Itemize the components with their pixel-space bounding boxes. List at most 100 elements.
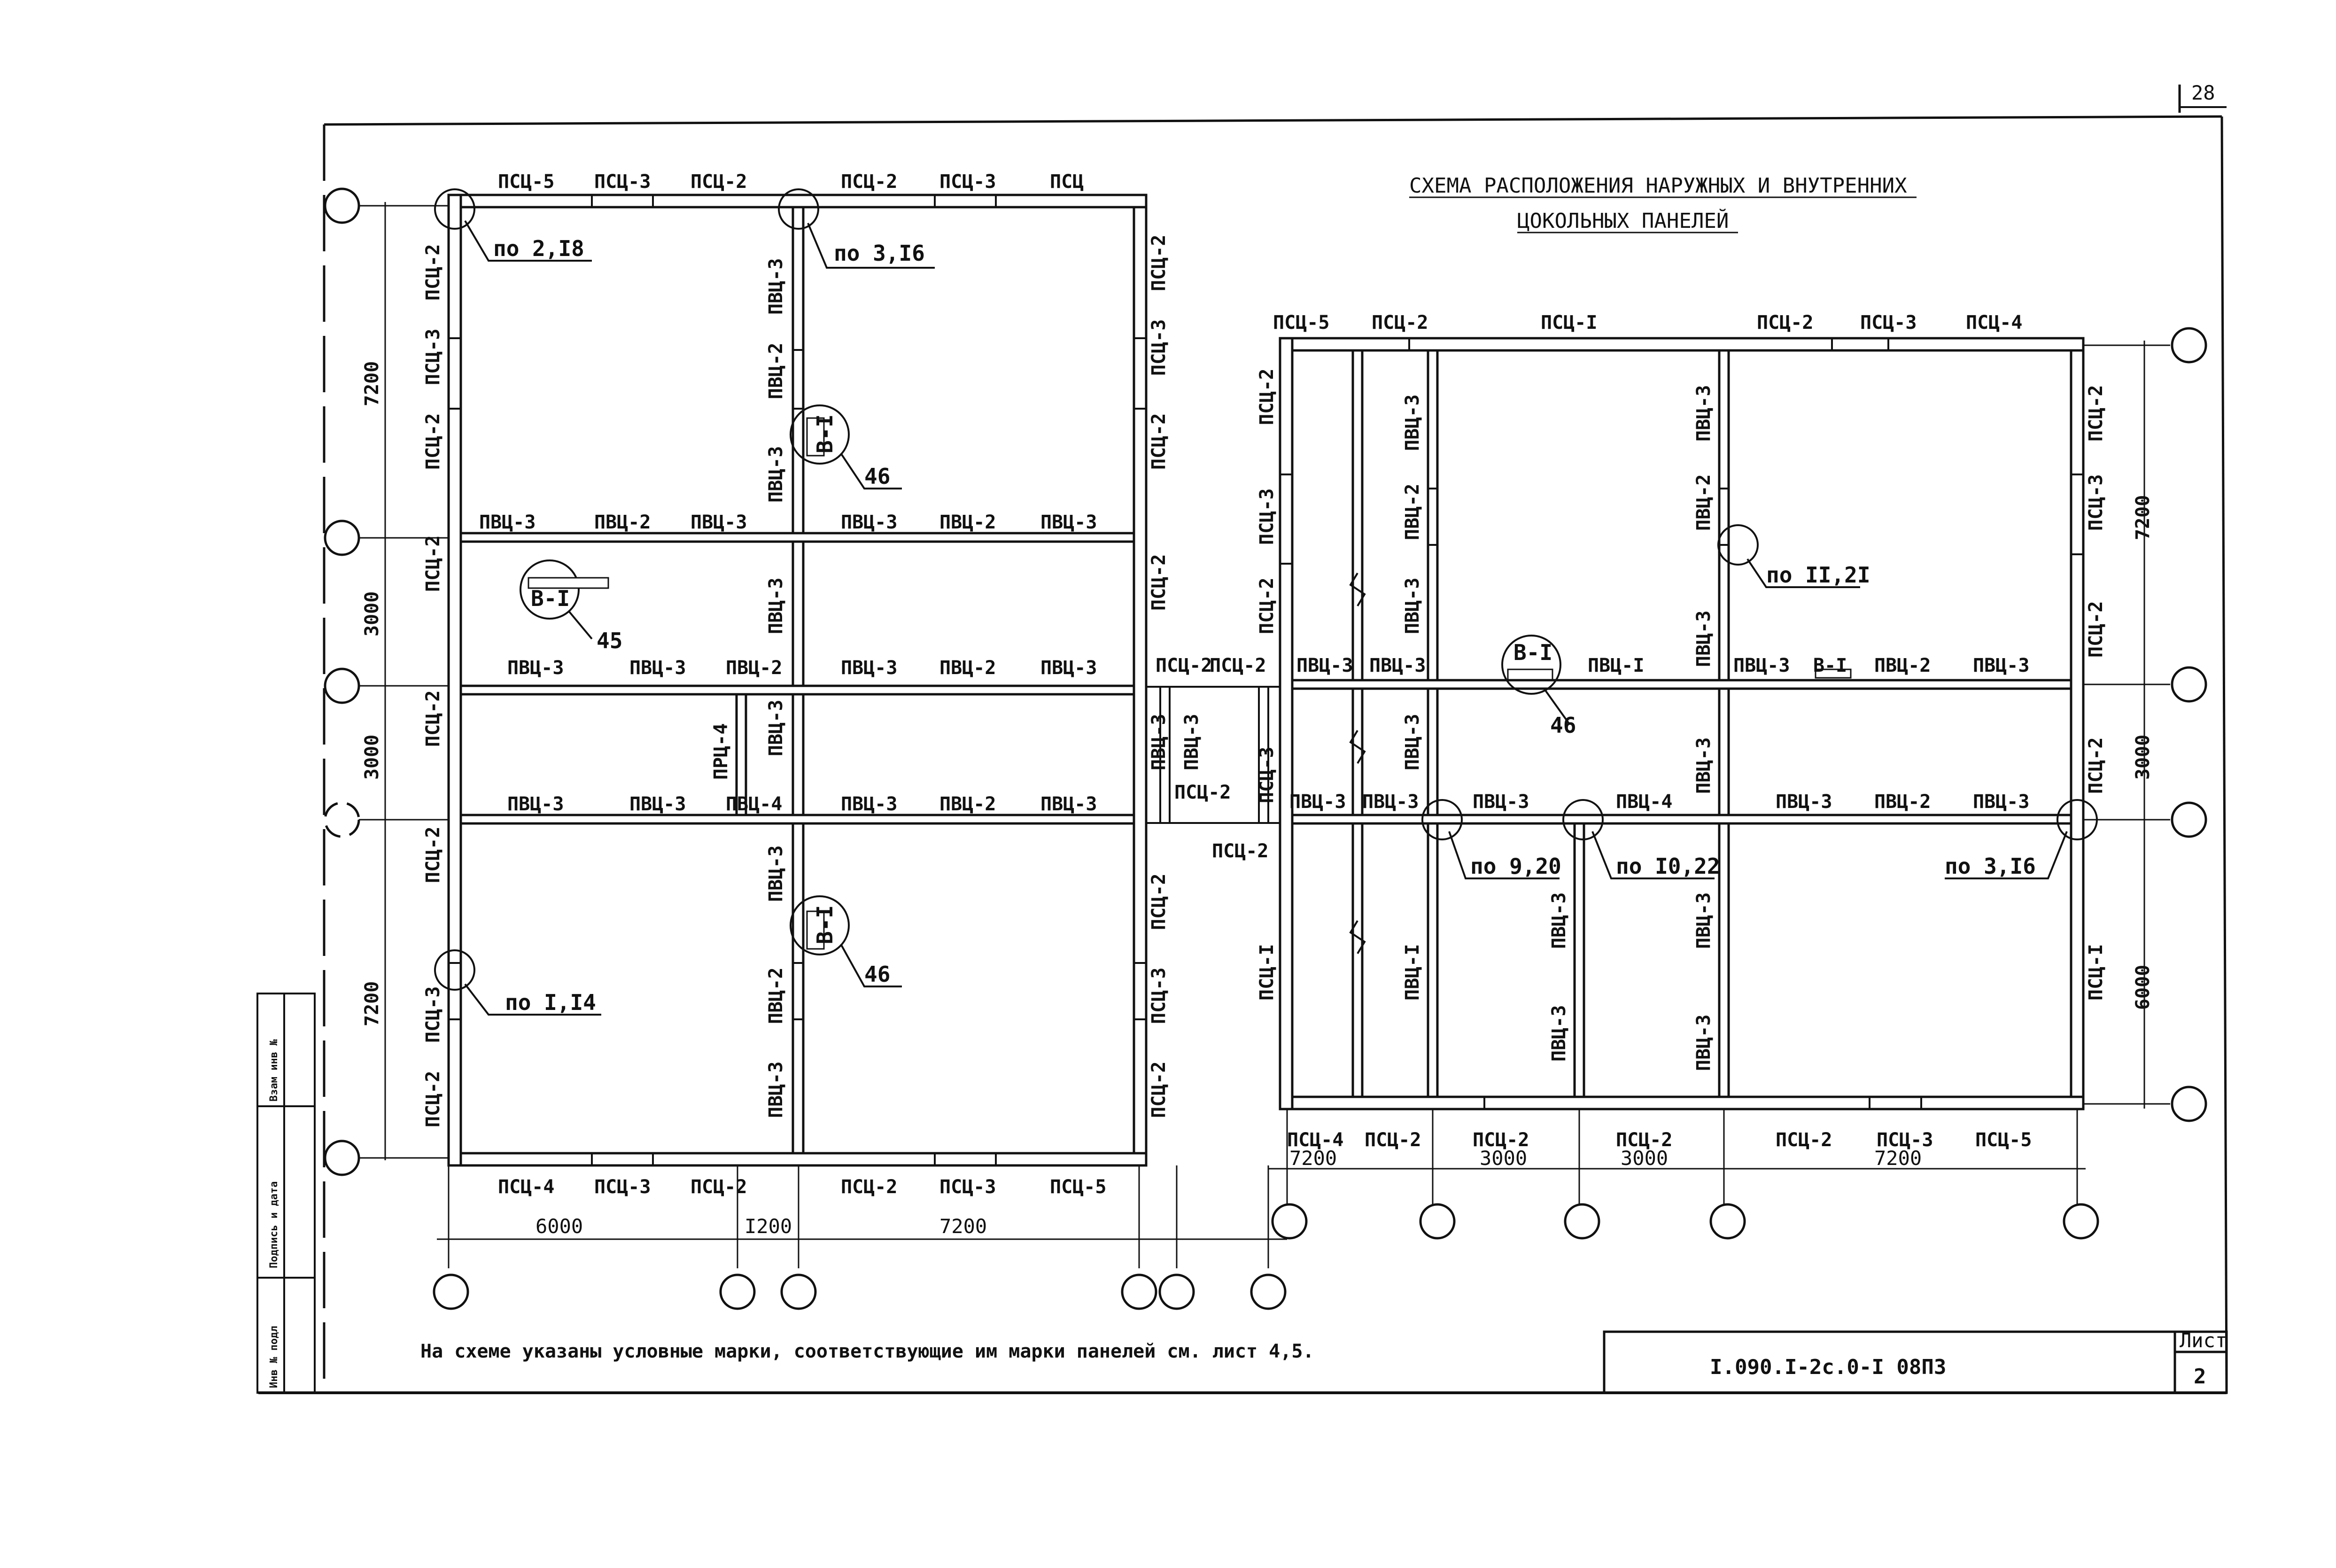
panel-label: ПСЦ-2 xyxy=(1372,312,1428,334)
stamp-replace: Взам инв № xyxy=(268,1039,280,1102)
connector-block xyxy=(1146,686,1287,824)
plan-right xyxy=(1268,327,2207,1240)
panel-label-vertical: ПВЦ-3 xyxy=(765,1062,787,1118)
panel-label-vertical: ПВЦ-3 xyxy=(1693,611,1715,667)
panel-label: ПВЦ-3 xyxy=(841,512,897,533)
panel-label: ПСЦ-3 xyxy=(939,1176,996,1198)
panel-label-vertical: ПСЦ-2 xyxy=(422,536,444,592)
panel-label: ПСЦ-2 xyxy=(841,171,897,193)
node-reference: по I0,22 xyxy=(1616,854,1720,879)
panel-label: ПВЦ-2 xyxy=(1874,655,1931,676)
panel-label: ПВЦ-4 xyxy=(1616,791,1672,813)
panel-label: ПСЦ-2 xyxy=(1757,312,1813,334)
dimension: 7200 xyxy=(1289,1147,1337,1170)
title-block xyxy=(1603,1330,2228,1394)
panel-label: ПСЦ-2 xyxy=(1174,782,1231,803)
panel-label: ПВЦ-3 xyxy=(1973,791,2029,813)
panel-label-vertical: ПВЦ-2 xyxy=(1402,484,1423,540)
panel-label: ПСЦ-3 xyxy=(1860,312,1917,334)
node-reference: по 2,I8 xyxy=(493,236,584,261)
note-text: На схеме указаны условные марки, соответ… xyxy=(420,1341,1314,1362)
mark-label: В-I xyxy=(531,586,570,611)
panel-label: В-I xyxy=(1813,655,1847,676)
panel-label-vertical: ПВЦ-3 xyxy=(1693,1015,1715,1071)
panel-label: ПВЦ-3 xyxy=(1362,791,1419,813)
panel-label: ПВЦ-3 xyxy=(1040,512,1097,533)
title-line1: СХЕМА РАСПОЛОЖЕНИЯ НАРУЖНЫХ И ВНУТРЕННИХ xyxy=(1409,174,1907,198)
panel-label-vertical: ПВЦ-3 xyxy=(765,258,787,315)
panel-label-vertical: ПВЦ-3 xyxy=(1181,714,1203,770)
panel-label-vertical: ПСЦ-2 xyxy=(1148,874,1170,930)
node-reference: по II,2I xyxy=(1766,562,1870,588)
panel-label-vertical: ПСЦ-2 xyxy=(1148,235,1170,291)
panel-label: ПСЦ-2 xyxy=(1776,1129,1832,1151)
dimension: 3000 xyxy=(361,735,383,780)
dimension: 7200 xyxy=(2132,495,2154,540)
panel-label-vertical: ПВЦ-3 xyxy=(1548,1005,1570,1062)
mark-label: В-I xyxy=(812,414,838,453)
node-reference: по I,I4 xyxy=(505,990,596,1015)
dimension: 7200 xyxy=(1874,1147,1922,1170)
panel-label: ПВЦ-3 xyxy=(841,657,897,679)
panel-label: ПВЦ-2 xyxy=(726,657,782,679)
dimension: I200 xyxy=(745,1215,792,1238)
plan-left xyxy=(324,187,1195,1310)
panel-label-vertical: ПВЦ-3 xyxy=(1402,578,1423,634)
panel-label-vertical: ПСЦ-2 xyxy=(1256,578,1278,634)
panel-label-vertical: ПСЦ-2 xyxy=(422,691,444,747)
panel-label-vertical: ПВЦ-3 xyxy=(765,700,787,756)
panel-label: ПСЦ-2 xyxy=(1473,1129,1529,1151)
panel-label: ПСЦ-3 xyxy=(594,1176,651,1198)
panel-label-vertical: ПСЦ-2 xyxy=(422,244,444,301)
stamp-sign: Подпись и дата xyxy=(268,1181,280,1268)
panel-label-vertical: ПСЦ-2 xyxy=(1256,369,1278,425)
panel-label-vertical: ПВЦ-3 xyxy=(765,446,787,503)
panel-label: ПВЦ-3 xyxy=(1973,655,2029,676)
panel-label-vertical: ПСЦ-2 xyxy=(2085,601,2107,658)
panel-label: ПСЦ-5 xyxy=(1975,1129,2032,1151)
panel-label-vertical: ПСЦ-3 xyxy=(1256,489,1278,545)
panel-label: ПВЦ-2 xyxy=(1874,791,1931,813)
panel-label: ПСЦ-2 xyxy=(1212,840,1268,862)
panel-label-vertical: ПРЦ-4 xyxy=(710,723,732,780)
panel-label-vertical: ПСЦ-3 xyxy=(422,329,444,385)
panel-label: ПВЦ-3 xyxy=(507,793,564,815)
panel-label: ПСЦ-3 xyxy=(1877,1129,1933,1151)
panel-label: ПСЦ-5 xyxy=(1273,312,1329,334)
panel-label: ПВЦ-3 xyxy=(629,793,686,815)
mark-label: В-I xyxy=(812,905,838,944)
panel-label-vertical: ПСЦ-2 xyxy=(1148,554,1170,611)
panel-label: ПВЦ-3 xyxy=(1473,791,1529,813)
dimension: 3000 xyxy=(361,591,383,637)
sheet-number: 2 xyxy=(2194,1365,2206,1389)
panel-label-vertical: ПСЦ-2 xyxy=(1148,413,1170,470)
page-number: 28 xyxy=(2191,81,2215,104)
panel-label: ПСЦ-4 xyxy=(498,1176,554,1198)
panel-label-vertical: ПСЦ-I xyxy=(1256,944,1278,1001)
callout-number: 46 xyxy=(864,464,890,489)
panel-label: ПВЦ-3 xyxy=(841,793,897,815)
panel-label-vertical: ПСЦ-3 xyxy=(1256,747,1278,803)
panel-label: ПВЦ-2 xyxy=(594,512,651,533)
panel-label: ПВЦ-3 xyxy=(507,657,564,679)
panel-label-vertical: ПВЦ-3 xyxy=(1402,395,1423,451)
panel-label: ПСЦ-2 xyxy=(1210,655,1266,676)
title-line2: ЦОКОЛЬНЫХ ПАНЕЛЕЙ xyxy=(1517,208,1729,233)
panel-label-vertical: ПВЦ-3 xyxy=(1402,714,1423,770)
dimension: 6000 xyxy=(2132,965,2154,1010)
node-references xyxy=(434,188,2098,1016)
panel-label: ПВЦ-3 xyxy=(1040,657,1097,679)
panel-label: ПСЦ-2 xyxy=(691,171,747,193)
panel-label: ПСЦ-I xyxy=(1541,312,1597,334)
panel-label: ПВЦ-3 xyxy=(1296,655,1353,676)
panel-label-vertical: ПВЦ-2 xyxy=(1693,474,1715,531)
panel-label: ПСЦ xyxy=(1050,171,1084,193)
stamp-strip xyxy=(256,993,316,1394)
dimension: 3000 xyxy=(1480,1147,1527,1170)
panel-label-vertical: ПСЦ-2 xyxy=(422,413,444,470)
dimension: 7200 xyxy=(361,981,383,1026)
panel-label: ПСЦ-2 xyxy=(841,1176,897,1198)
node-reference: по 3,I6 xyxy=(1945,854,2036,879)
callout-number: 46 xyxy=(864,962,890,987)
